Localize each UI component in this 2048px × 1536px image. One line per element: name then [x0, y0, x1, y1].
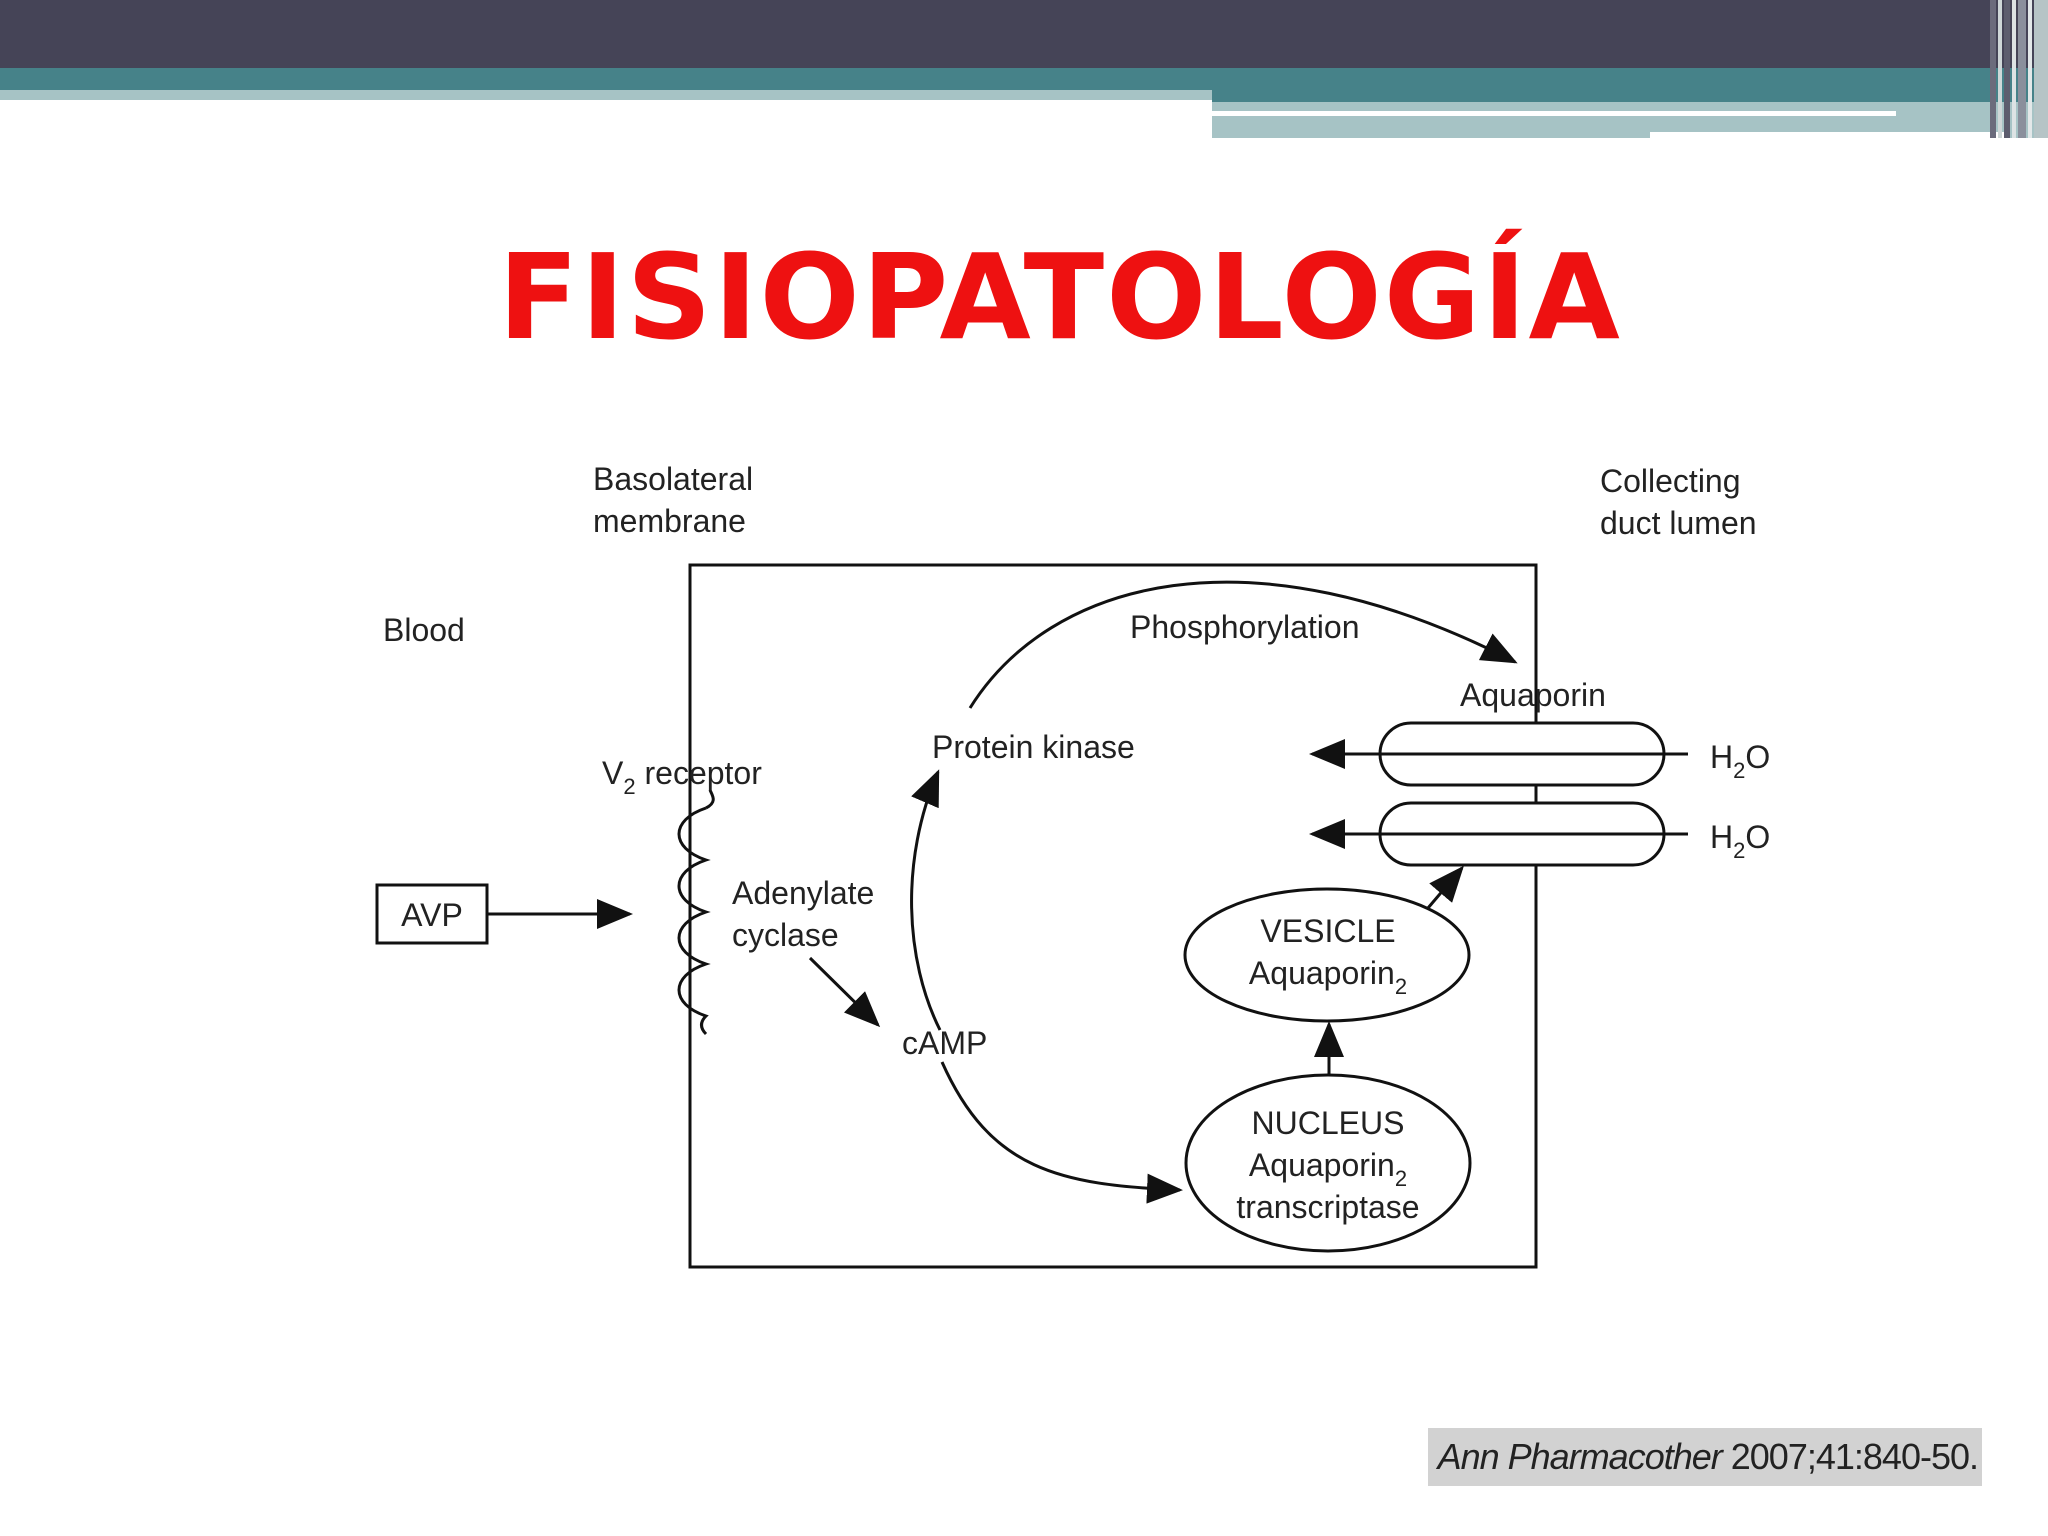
label-v2-receptor: V2 receptor — [602, 755, 762, 799]
slide-title: FISIOPATOLOGÍA — [498, 228, 1622, 366]
label-adenylate-line2: cyclase — [732, 917, 839, 953]
label-collecting-line2: duct lumen — [1600, 505, 1757, 541]
diagram-labels: Basolateral membrane Collecting duct lum… — [383, 461, 1770, 1225]
label-nucleus-transcriptase: transcriptase — [1236, 1189, 1419, 1225]
top-banner — [0, 0, 2048, 140]
banner-white-notch — [1650, 132, 2010, 140]
adenylate-to-camp-arrow — [808, 956, 881, 1028]
label-vesicle-aquaporin: Aquaporin2 — [1249, 955, 1407, 999]
vesicle-to-aquaporin-arrow — [1426, 865, 1464, 909]
banner-light-strip — [0, 90, 1212, 100]
label-basolateral-line2: membrane — [593, 503, 746, 539]
label-basolateral-line1: Basolateral — [593, 461, 753, 497]
nucleus-ellipse — [1184, 1073, 1472, 1253]
cell-box — [688, 563, 1538, 1269]
label-vesicle: VESICLE — [1260, 913, 1395, 949]
v2-receptor-top — [705, 789, 715, 810]
banner-teal-tab — [1212, 90, 2048, 102]
label-adenylate-line1: Adenylate — [732, 875, 874, 911]
label-camp: cAMP — [902, 1025, 987, 1061]
label-protein-kinase: Protein kinase — [932, 729, 1135, 765]
label-aquaporin: Aquaporin — [1460, 677, 1606, 713]
banner-white-line — [1212, 111, 1896, 116]
v2-receptor-coil — [677, 806, 711, 1036]
phosphorylation-arrow — [968, 580, 1518, 709]
label-h2o-top: H2O — [1710, 739, 1770, 783]
label-phosphorylation: Phosphorylation — [1130, 609, 1359, 645]
citation-reference: 2007;41:840-50. — [1721, 1436, 1979, 1477]
label-h2o-bottom: H2O — [1710, 819, 1770, 863]
banner-edge-stripes — [1990, 0, 2048, 138]
citation-journal: Ann Pharmacother — [1437, 1436, 1723, 1477]
avp-box — [375, 883, 489, 945]
banner-dark-band — [0, 0, 2048, 68]
camp-to-kinase-arrow — [910, 769, 942, 1031]
label-collecting-line1: Collecting — [1600, 463, 1741, 499]
label-avp: AVP — [401, 897, 463, 933]
label-blood: Blood — [383, 612, 465, 648]
camp-to-nucleus-arrow — [940, 1061, 1183, 1204]
banner-teal-band — [0, 68, 2048, 90]
citation-box: Ann Pharmacother 2007;41:840-50. — [1428, 1428, 1982, 1486]
label-nucleus-aquaporin: Aquaporin2 — [1249, 1147, 1407, 1191]
label-nucleus: NUCLEUS — [1252, 1105, 1405, 1141]
aquaporin-diagram — [375, 563, 1688, 1269]
